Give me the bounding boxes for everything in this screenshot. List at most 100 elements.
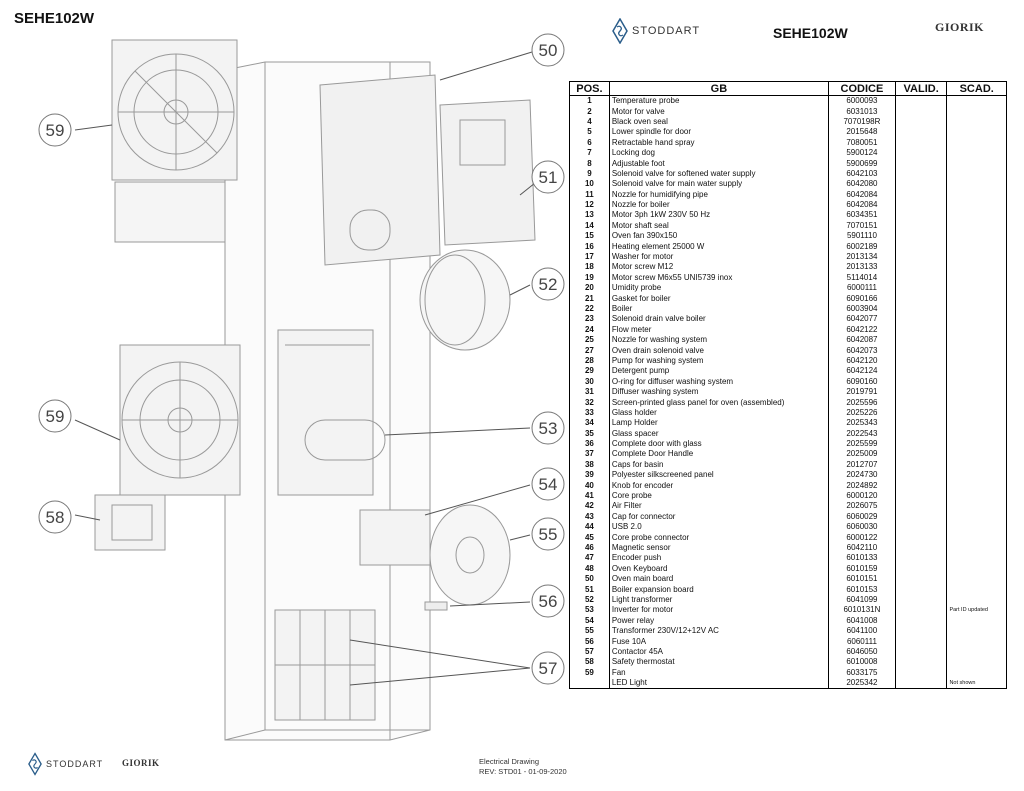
cell-description: Motor 3ph 1kW 230V 50 Hz xyxy=(608,210,830,221)
cell-code: 6041008 xyxy=(828,615,896,626)
cell-scad xyxy=(946,137,1007,148)
cell-valid xyxy=(894,231,948,242)
cell-description: Oven Keyboard xyxy=(608,563,830,574)
cell-pos: 7 xyxy=(569,147,610,159)
cell-description: Nozzle for washing system xyxy=(608,334,830,346)
cell-pos: 41 xyxy=(569,490,610,502)
cell-description: Detergent pump xyxy=(608,366,830,377)
cell-valid xyxy=(894,314,948,325)
cell-valid xyxy=(894,438,948,450)
cell-scad xyxy=(946,573,1007,585)
cell-code: 6010133 xyxy=(828,553,896,564)
callout-label: 59 xyxy=(46,407,65,426)
cell-scad xyxy=(946,615,1007,626)
cell-description: Inverter for motor xyxy=(608,605,830,616)
cell-valid xyxy=(894,511,948,523)
document-id: SEHE102W xyxy=(14,10,95,27)
cell-description: Oven fan 390x150 xyxy=(608,231,830,242)
exploded-drawing: 50 51 52 53 54 55 56 57 58 59 59 xyxy=(38,33,565,741)
cell-scad xyxy=(946,262,1007,273)
cell-code: 6042120 xyxy=(828,355,896,367)
cell-pos: 28 xyxy=(569,355,610,367)
cell-description: Magnetic sensor xyxy=(608,542,830,554)
cell-valid xyxy=(894,158,948,169)
callout-label: 57 xyxy=(539,659,558,678)
cell-pos: 57 xyxy=(569,646,610,658)
cell-pos: 8 xyxy=(569,158,610,169)
cell-valid xyxy=(894,470,948,481)
cell-valid xyxy=(894,428,948,439)
giorik-logo: GIORIK xyxy=(935,20,985,34)
cell-code: 6090166 xyxy=(828,293,896,304)
cell-description: Motor screw M12 xyxy=(608,262,830,273)
cell-pos: 48 xyxy=(569,563,610,574)
cell-description: Nozzle for boiler xyxy=(608,199,830,211)
cell-valid xyxy=(894,563,948,574)
cell-pos: 11 xyxy=(569,189,610,200)
cell-code: 6042103 xyxy=(828,168,896,180)
cell-description: Polyester silkscreened panel xyxy=(608,470,830,481)
cell-code: 7080051 xyxy=(828,137,896,148)
cell-description: Fuse 10A xyxy=(608,636,830,647)
cell-pos: 35 xyxy=(569,428,610,439)
cell-scad xyxy=(946,407,1007,419)
stoddart-logo: STODDART xyxy=(612,18,700,44)
cell-description: USB 2.0 xyxy=(608,522,830,533)
cell-pos: 16 xyxy=(569,241,610,252)
cell-code: 6042084 xyxy=(828,199,896,211)
cell-description: Complete Door Handle xyxy=(608,449,830,460)
cell-description: Solenoid drain valve boiler xyxy=(608,314,830,325)
cell-code: 6000093 xyxy=(828,95,896,107)
cell-code: 2012707 xyxy=(828,459,896,471)
cell-valid xyxy=(894,272,948,284)
cell-scad xyxy=(946,449,1007,460)
cell-valid xyxy=(894,418,948,429)
cell-valid xyxy=(894,615,948,626)
cell-scad xyxy=(946,428,1007,439)
cell-code: 6041100 xyxy=(828,625,896,637)
cell-valid xyxy=(894,95,948,107)
cell-valid xyxy=(894,345,948,356)
cell-code: 6000120 xyxy=(828,490,896,502)
cell-description: Lower spindle for door xyxy=(608,127,830,138)
cell-description: Light transformer xyxy=(608,594,830,606)
cell-description: Cap for connector xyxy=(608,511,830,523)
cell-description: Retractable hand spray xyxy=(608,137,830,148)
cell-pos: 14 xyxy=(569,220,610,232)
cell-scad xyxy=(946,542,1007,554)
callout-label: 56 xyxy=(539,592,558,611)
cell-code: 5900124 xyxy=(828,147,896,159)
cell-code: 2024892 xyxy=(828,480,896,491)
cell-valid xyxy=(894,324,948,335)
cell-pos: 17 xyxy=(569,251,610,263)
cell-scad xyxy=(946,459,1007,471)
cell-description: Caps for basin xyxy=(608,459,830,471)
cell-pos: 40 xyxy=(569,480,610,491)
cell-description: Pump for washing system xyxy=(608,355,830,367)
footer-stoddart-wordmark: STODDART xyxy=(46,759,104,769)
cell-code: 6060029 xyxy=(828,511,896,523)
cell-scad xyxy=(946,106,1007,117)
cell-code: 5114014 xyxy=(828,272,896,284)
cell-pos: 13 xyxy=(569,210,610,221)
cell-valid xyxy=(894,251,948,263)
cell-code: 5900699 xyxy=(828,158,896,169)
cell-valid xyxy=(894,241,948,252)
